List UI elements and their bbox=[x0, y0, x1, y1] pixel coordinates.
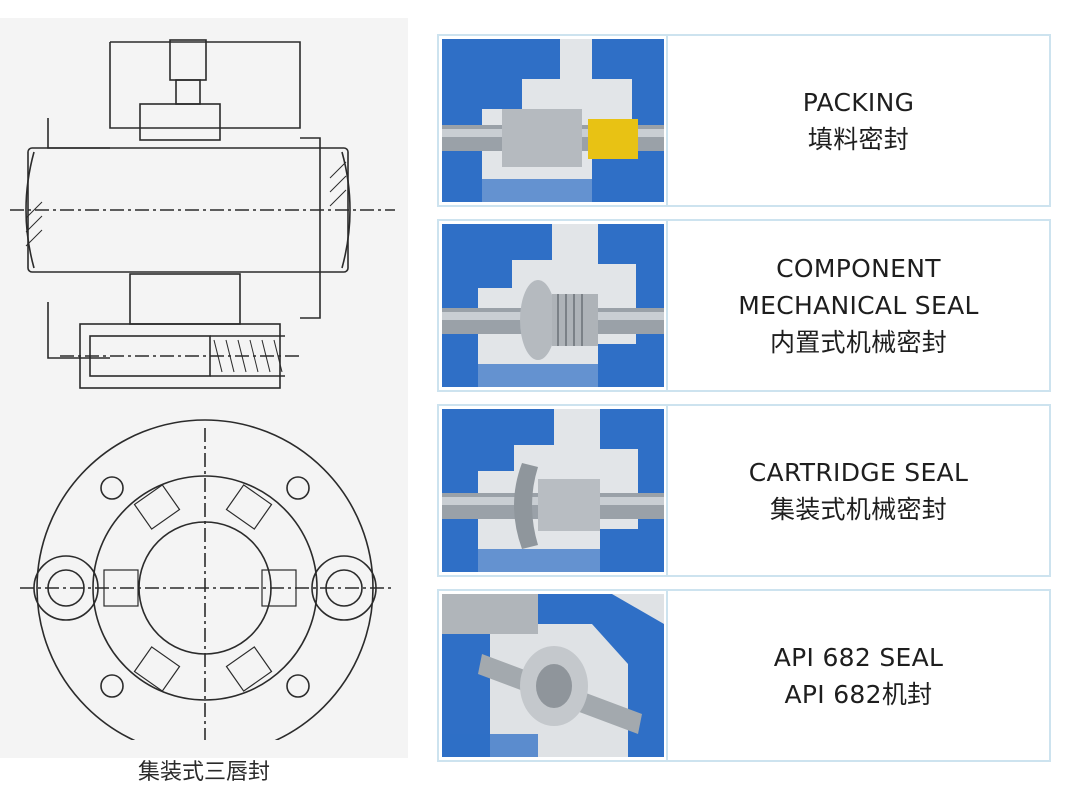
card-divider bbox=[666, 36, 668, 205]
seal-name-cn: API 682机封 bbox=[784, 679, 933, 709]
seal-card-label: PACKING 填料密封 bbox=[668, 36, 1049, 205]
packing-seal-cutaway-image bbox=[442, 39, 664, 202]
card-divider bbox=[666, 406, 668, 575]
api682-seal-cutaway-image bbox=[442, 594, 664, 757]
seal-card-label: API 682 SEAL API 682机封 bbox=[668, 591, 1049, 760]
seal-name-en-line1: COMPONENT bbox=[776, 254, 941, 283]
card-divider bbox=[666, 221, 668, 390]
component-seal-cutaway-image bbox=[442, 224, 664, 387]
seal-card-cartridge: CARTRIDGE SEAL 集装式机械密封 bbox=[437, 404, 1051, 577]
seal-card-component: COMPONENT MECHANICAL SEAL 内置式机械密封 bbox=[437, 219, 1051, 392]
seal-card-packing: PACKING 填料密封 bbox=[437, 34, 1051, 207]
technical-drawing-panel: 集装式三唇封 bbox=[0, 18, 408, 785]
cartridge-seal-cutaway-image bbox=[442, 409, 664, 572]
drawing-caption: 集装式三唇封 bbox=[137, 760, 270, 785]
seal-name-en: API 682 SEAL bbox=[773, 642, 944, 672]
seal-card-label: COMPONENT MECHANICAL SEAL 内置式机械密封 bbox=[668, 221, 1049, 390]
seal-name-cn: 集装式机械密封 bbox=[769, 494, 948, 524]
seal-name-en: PACKING bbox=[802, 87, 915, 117]
seal-name-en-line2: MECHANICAL SEAL bbox=[738, 291, 979, 320]
seal-name-cn: 内置式机械密封 bbox=[769, 328, 948, 357]
seal-card-label: CARTRIDGE SEAL 集装式机械密封 bbox=[668, 406, 1049, 575]
seal-technical-drawing bbox=[10, 39, 395, 740]
seal-card-api682: API 682 SEAL API 682机封 bbox=[437, 589, 1051, 762]
seal-name-cn: 填料密封 bbox=[807, 124, 910, 154]
seal-name-en: CARTRIDGE SEAL bbox=[748, 457, 969, 487]
card-divider bbox=[666, 591, 668, 760]
